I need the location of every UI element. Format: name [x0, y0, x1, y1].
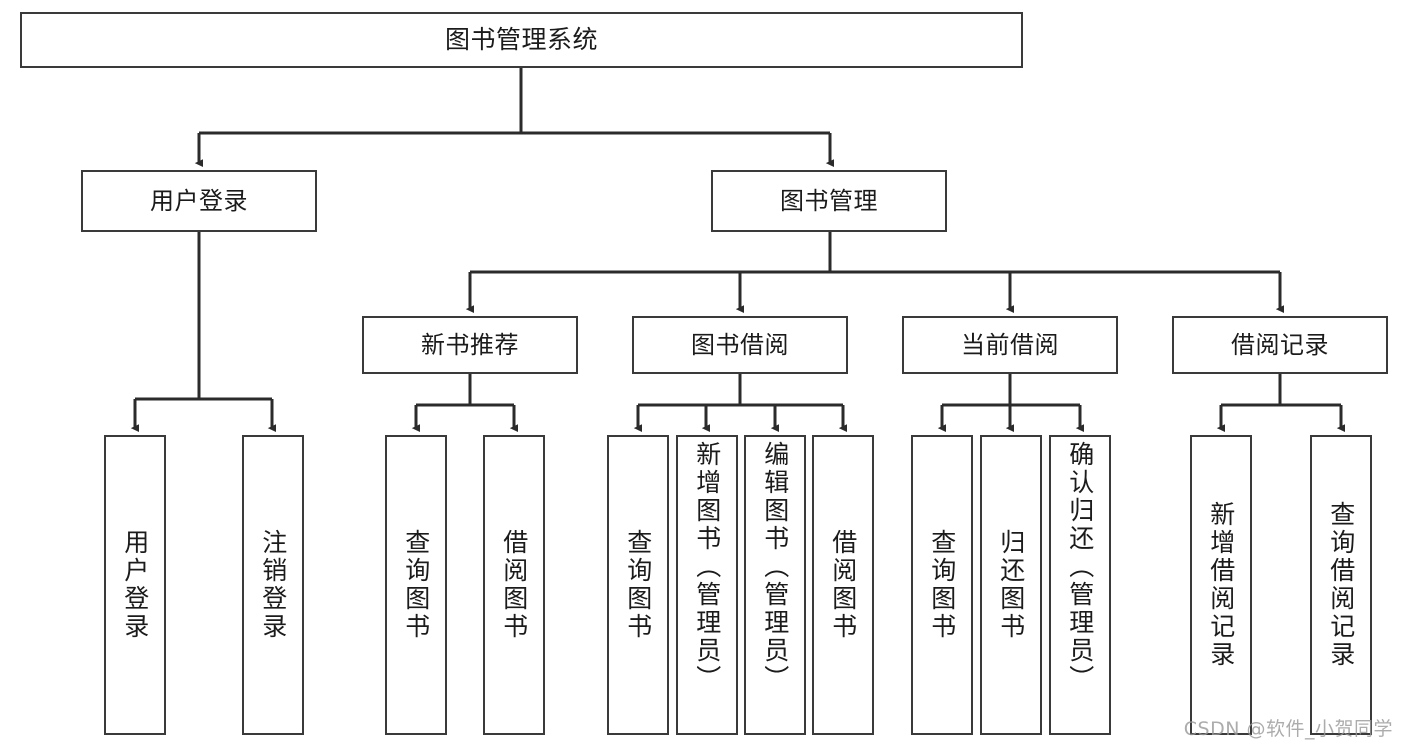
- node-borrow-records[interactable]: 借阅记录: [1172, 316, 1388, 374]
- leaf-borrow-books-recommend[interactable]: 借阅图书: [483, 435, 545, 735]
- leaf-query-books-borrow[interactable]: 查询图书: [607, 435, 669, 735]
- node-label: 归还图书: [996, 529, 1026, 641]
- leaf-user-login[interactable]: 用户登录: [104, 435, 166, 735]
- node-label: 图书管理: [780, 186, 878, 215]
- node-label: 借阅图书: [499, 529, 529, 641]
- csdn-watermark: CSDN @软件_小贺同学: [1183, 718, 1393, 740]
- node-label: 编辑图书（管理员）: [760, 441, 790, 693]
- leaf-return-books[interactable]: 归还图书: [980, 435, 1042, 735]
- node-label: 新增借阅记录: [1206, 501, 1236, 669]
- leaf-borrow-books[interactable]: 借阅图书: [812, 435, 874, 735]
- node-root-book-management-system[interactable]: 图书管理系统: [20, 12, 1023, 68]
- leaf-query-books-current[interactable]: 查询图书: [911, 435, 973, 735]
- node-label: 当前借阅: [961, 330, 1059, 359]
- node-label: 图书借阅: [691, 330, 789, 359]
- node-user-login[interactable]: 用户登录: [81, 170, 317, 232]
- node-label: 图书管理系统: [444, 25, 598, 55]
- leaf-query-books-recommend[interactable]: 查询图书: [385, 435, 447, 735]
- node-label: 查询图书: [927, 529, 957, 641]
- node-label: 查询图书: [401, 529, 431, 641]
- node-label: 用户登录: [120, 529, 150, 641]
- node-book-borrow[interactable]: 图书借阅: [632, 316, 848, 374]
- leaf-add-book-admin[interactable]: 新增图书（管理员）: [676, 435, 738, 735]
- leaf-edit-book-admin[interactable]: 编辑图书（管理员）: [744, 435, 806, 735]
- leaf-confirm-return-admin[interactable]: 确认归还（管理员）: [1049, 435, 1111, 735]
- node-label: 借阅图书: [828, 529, 858, 641]
- node-label: 查询图书: [623, 529, 653, 641]
- node-label: 新书推荐: [421, 330, 519, 359]
- node-label: 注销登录: [258, 529, 288, 641]
- node-new-book-recommend[interactable]: 新书推荐: [362, 316, 578, 374]
- node-label: 用户登录: [150, 186, 248, 215]
- leaf-logout-login[interactable]: 注销登录: [242, 435, 304, 735]
- node-label: 新增图书（管理员）: [692, 441, 722, 693]
- node-label: 借阅记录: [1231, 330, 1329, 359]
- node-label: 确认归还（管理员）: [1065, 441, 1095, 693]
- leaf-query-borrow-record[interactable]: 查询借阅记录: [1310, 435, 1372, 735]
- leaf-add-borrow-record[interactable]: 新增借阅记录: [1190, 435, 1252, 735]
- node-book-management[interactable]: 图书管理: [711, 170, 947, 232]
- node-label: 查询借阅记录: [1326, 501, 1356, 669]
- node-current-borrow[interactable]: 当前借阅: [902, 316, 1118, 374]
